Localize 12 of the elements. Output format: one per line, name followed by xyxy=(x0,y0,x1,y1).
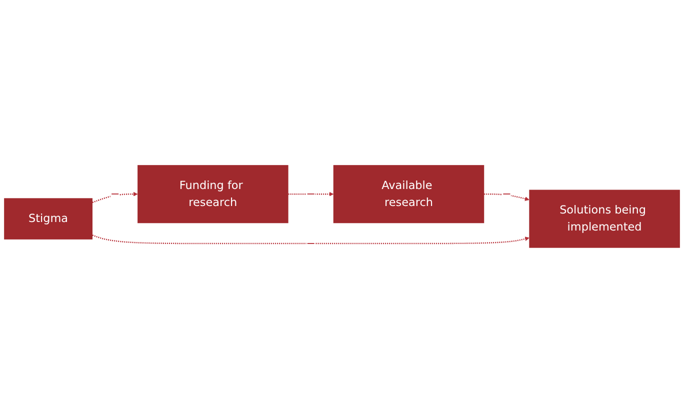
arrow xyxy=(484,193,530,201)
node-box: Stigma xyxy=(4,198,92,240)
edge-label: − xyxy=(306,188,316,200)
edge-label: − xyxy=(110,188,120,200)
edge-label: − xyxy=(502,188,512,200)
arrow xyxy=(288,192,334,196)
node-box: Funding for research xyxy=(138,165,288,224)
node-box: Available research xyxy=(333,165,484,224)
node-box: Solutions being implemented xyxy=(529,190,680,248)
edge-label: − xyxy=(306,237,316,250)
arrow xyxy=(92,192,138,204)
arrow xyxy=(92,234,530,244)
